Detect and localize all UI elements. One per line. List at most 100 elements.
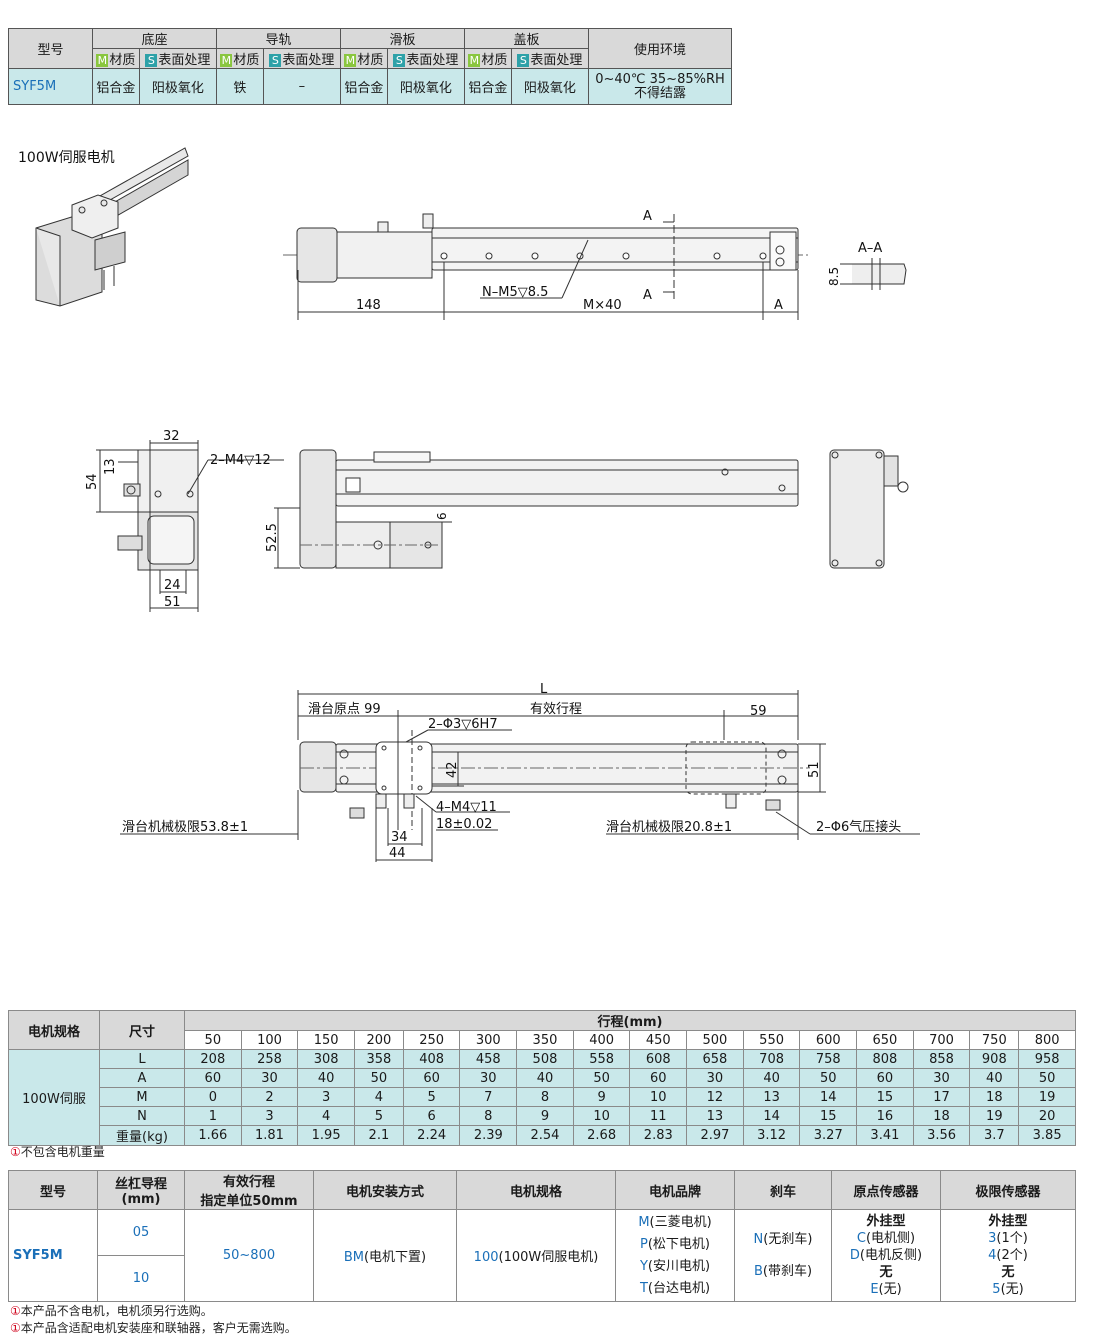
header-motor: 电机规格 bbox=[8, 1010, 100, 1050]
stroke-header: 200 bbox=[353, 1030, 404, 1050]
svg-text:M×40: M×40 bbox=[583, 298, 622, 313]
header-model: 型号 bbox=[8, 28, 93, 69]
row-label: N bbox=[99, 1106, 185, 1126]
stroke-header: 750 bbox=[969, 1030, 1020, 1050]
brake-option: B(带刹车) bbox=[753, 1263, 813, 1279]
table-cell: 208 bbox=[184, 1049, 242, 1069]
table-cell: 908 bbox=[969, 1049, 1020, 1069]
stroke-header: 150 bbox=[297, 1030, 355, 1050]
table-cell: 15 bbox=[799, 1106, 858, 1126]
table-cell: 2.83 bbox=[629, 1125, 688, 1146]
table-cell: 4 bbox=[353, 1087, 404, 1107]
table-cell: 8 bbox=[516, 1087, 574, 1107]
table-cell: 1.66 bbox=[184, 1125, 242, 1146]
brake-options: N(无刹车) B(带刹车) bbox=[734, 1209, 832, 1302]
table-cell: 1.81 bbox=[240, 1125, 299, 1146]
svg-text:A: A bbox=[643, 209, 652, 224]
header-environment: 使用环境 bbox=[588, 28, 732, 69]
brand-option: P(松下电机) bbox=[640, 1236, 710, 1252]
table-cell: 6 bbox=[402, 1106, 461, 1126]
order-code-table: 型号 丝杠导程(mm) 有效行程指定单位50mm 电机安装方式 电机规格 电机品… bbox=[8, 1170, 1076, 1302]
table-cell: 2.97 bbox=[686, 1125, 744, 1146]
table-cell: 18 bbox=[912, 1106, 971, 1126]
header-cover: 盖板 bbox=[463, 28, 590, 49]
stroke-header: 350 bbox=[516, 1030, 574, 1050]
row-label: 重量(kg) bbox=[99, 1125, 185, 1146]
table-cell: 3.56 bbox=[912, 1125, 971, 1146]
motor-option: 100(100W伺服电机) bbox=[456, 1209, 616, 1302]
table-cell: 60 bbox=[402, 1068, 461, 1088]
brand-option: Y(安川电机) bbox=[639, 1258, 711, 1274]
header-motor: 电机规格 bbox=[456, 1170, 616, 1210]
stroke-header: 300 bbox=[459, 1030, 518, 1050]
table-cell: 3.27 bbox=[799, 1125, 858, 1146]
svg-text:52.5: 52.5 bbox=[265, 523, 280, 552]
table-cell: 13 bbox=[742, 1087, 801, 1107]
stroke-header: 450 bbox=[629, 1030, 688, 1050]
table-cell: 1.95 bbox=[297, 1125, 355, 1146]
svg-text:13: 13 bbox=[103, 458, 118, 475]
svg-text:42: 42 bbox=[445, 761, 460, 778]
table-cell: 2.39 bbox=[459, 1125, 518, 1146]
table-cell: 14 bbox=[742, 1106, 801, 1126]
table-cell: 40 bbox=[516, 1068, 574, 1088]
table-cell: 50 bbox=[572, 1068, 631, 1088]
table-cell: 658 bbox=[686, 1049, 744, 1069]
svg-text:2–M4▽12: 2–M4▽12 bbox=[210, 453, 271, 468]
header-mount: 电机安装方式 bbox=[313, 1170, 457, 1210]
table-cell: 60 bbox=[856, 1068, 914, 1088]
table-cell: 50 bbox=[353, 1068, 404, 1088]
table-cell: 30 bbox=[459, 1068, 518, 1088]
svg-text:44: 44 bbox=[389, 846, 406, 861]
limit-options: 外挂型 3(1个) 4(2个) 无 5(无) bbox=[940, 1209, 1076, 1302]
table-cell: 60 bbox=[184, 1068, 242, 1088]
surface-badge: S bbox=[145, 54, 158, 67]
rail-surface: – bbox=[262, 68, 341, 105]
table-cell: 12 bbox=[686, 1087, 744, 1107]
origin-options: 外挂型 C(电机侧) D(电机反侧) 无 E(无) bbox=[831, 1209, 941, 1302]
svg-text:A: A bbox=[643, 288, 652, 303]
stroke-header: 50 bbox=[184, 1030, 242, 1050]
svg-text:24: 24 bbox=[164, 578, 181, 593]
stroke-range: 50~800 bbox=[184, 1209, 314, 1302]
table-cell: 858 bbox=[912, 1049, 971, 1069]
svg-text:51: 51 bbox=[164, 595, 181, 610]
table-cell: 30 bbox=[240, 1068, 299, 1088]
table-cell: 19 bbox=[1018, 1087, 1076, 1107]
brand-option: M(三菱电机) bbox=[638, 1214, 712, 1230]
base-material: 铝合金 bbox=[92, 68, 140, 105]
svg-text:2–Φ6气压接头: 2–Φ6气压接头 bbox=[816, 819, 901, 835]
table-cell: 19 bbox=[969, 1106, 1020, 1126]
table-cell: 30 bbox=[686, 1068, 744, 1088]
brand-option: T(台达电机) bbox=[639, 1280, 711, 1296]
iso-view bbox=[35, 147, 189, 307]
svg-text:N–M5▽8.5: N–M5▽8.5 bbox=[482, 285, 548, 300]
svg-text:34: 34 bbox=[391, 830, 408, 845]
table-cell: 16 bbox=[856, 1106, 914, 1126]
svg-text:8.5: 8.5 bbox=[827, 267, 841, 286]
svg-text:有效行程: 有效行程 bbox=[530, 702, 582, 717]
header-size: 尺寸 bbox=[99, 1010, 185, 1050]
stroke-header: 400 bbox=[572, 1030, 631, 1050]
table-cell: 40 bbox=[969, 1068, 1020, 1088]
svg-text:A–A: A–A bbox=[858, 241, 882, 256]
table-cell: 3.7 bbox=[969, 1125, 1020, 1146]
header-lead: 丝杠导程(mm) bbox=[97, 1170, 185, 1210]
table-cell: 3.41 bbox=[856, 1125, 914, 1146]
order-note-1: ①本产品不含电机，电机须另行选购。 bbox=[10, 1304, 213, 1318]
stroke-header: 700 bbox=[912, 1030, 971, 1050]
table-cell: 2 bbox=[240, 1087, 299, 1107]
header-limit: 极限传感器 bbox=[940, 1170, 1076, 1210]
stroke-header: 600 bbox=[799, 1030, 858, 1050]
svg-text:51: 51 bbox=[807, 761, 822, 778]
table-cell: 458 bbox=[459, 1049, 518, 1069]
header-origin: 原点传感器 bbox=[831, 1170, 941, 1210]
material-badge: M bbox=[96, 54, 109, 67]
table-cell: 10 bbox=[572, 1106, 631, 1126]
table-cell: 8 bbox=[459, 1106, 518, 1126]
cover-surface: 阳极氧化 bbox=[510, 68, 590, 105]
table-cell: 508 bbox=[516, 1049, 574, 1069]
table-cell: 60 bbox=[629, 1068, 688, 1088]
